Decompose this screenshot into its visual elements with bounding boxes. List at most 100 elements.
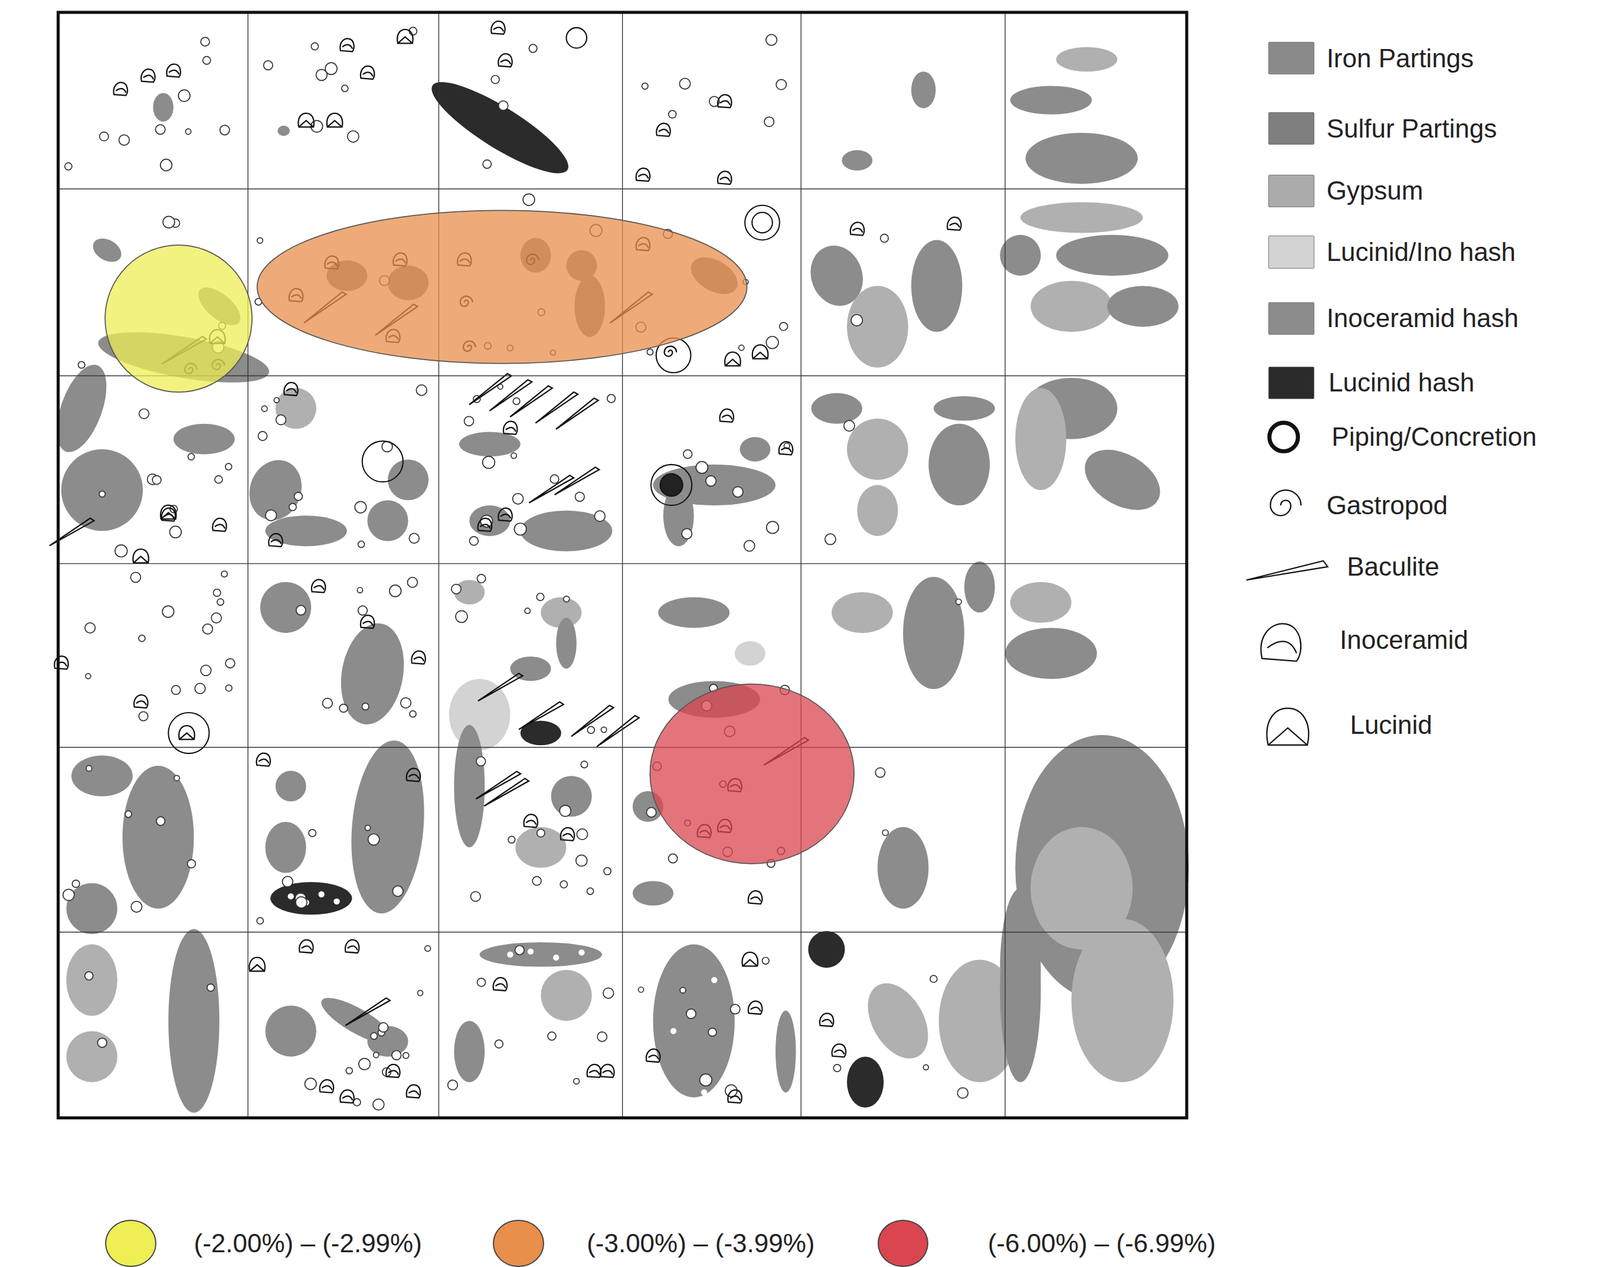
legend-swatch — [1268, 366, 1315, 399]
inoceramid-symbol — [339, 1089, 354, 1103]
map-shape — [348, 887, 355, 894]
map-shape — [99, 132, 109, 142]
map-shape — [594, 510, 605, 522]
inoceramid-symbol — [478, 518, 492, 532]
map-shape — [875, 767, 885, 777]
inoceramid-symbol — [498, 53, 512, 67]
map-shape — [138, 711, 148, 721]
map-shape — [708, 1027, 717, 1036]
map-shape — [367, 499, 408, 541]
baculite-symbol — [473, 672, 526, 701]
inoceramid-symbol — [832, 1043, 846, 1057]
map-shape — [956, 598, 962, 604]
map-shape — [843, 420, 855, 431]
map-shape — [459, 432, 521, 457]
map-shape — [744, 540, 755, 551]
legend-swatch — [1268, 112, 1315, 145]
map-shape — [923, 1064, 929, 1070]
zone-swatch — [877, 1219, 929, 1267]
map-shape — [455, 610, 468, 623]
sediment-blobs — [46, 47, 1189, 1113]
map-shape — [761, 957, 770, 965]
map-shape — [407, 577, 418, 588]
map-shape — [911, 71, 936, 109]
legend-swatch — [1268, 41, 1315, 75]
map-shape — [409, 710, 417, 718]
map-shape — [187, 453, 195, 460]
map-shape — [409, 532, 420, 543]
map-shape — [220, 125, 230, 135]
map-shape — [333, 617, 412, 729]
map-shape — [361, 702, 369, 710]
map-shape — [476, 574, 486, 583]
inoceramid-symbol — [345, 939, 359, 953]
lucinid-symbol — [724, 351, 741, 366]
legend-symbols — [1246, 422, 1328, 745]
map-shape — [160, 159, 173, 172]
map-shape — [559, 805, 571, 817]
map-shape — [339, 704, 348, 713]
inoceramid-symbol — [493, 977, 507, 991]
map-shape — [311, 42, 319, 50]
map-shape — [831, 591, 893, 633]
map-shape — [551, 775, 592, 817]
legend-label: Inoceramid hash — [1326, 303, 1519, 333]
zone-swatch — [492, 1219, 544, 1267]
lucinid-symbol — [326, 113, 343, 127]
map-shape — [447, 1079, 458, 1090]
map-shape — [391, 1049, 402, 1060]
lucinid-symbol — [1267, 708, 1310, 745]
map-shape — [341, 84, 349, 92]
map-shape — [930, 974, 938, 983]
map-shape — [64, 162, 73, 170]
map-shape — [221, 570, 228, 577]
map-shape — [152, 93, 174, 122]
map-shape — [578, 949, 585, 955]
map-shape — [522, 193, 535, 206]
map-shape — [553, 954, 559, 961]
map-shape — [453, 1020, 485, 1082]
map-shape — [256, 917, 264, 924]
map-shape — [660, 473, 683, 496]
map-shape — [270, 881, 352, 915]
map-shape — [295, 896, 307, 908]
inoceramid-symbol — [748, 1000, 762, 1014]
legend-label: Lucinid hash — [1328, 368, 1475, 397]
map-shape — [344, 737, 431, 916]
inoceramid-symbol — [166, 64, 181, 78]
map-shape — [261, 405, 268, 412]
map-shape — [257, 431, 267, 441]
map-shape — [85, 673, 91, 679]
map-shape — [265, 509, 277, 522]
map-shape — [587, 725, 595, 734]
map-shape — [775, 1010, 797, 1092]
concretions — [168, 27, 780, 754]
map-shape — [1074, 437, 1171, 523]
map-shape — [373, 1051, 379, 1058]
map-shape — [532, 876, 542, 886]
map-shape — [130, 571, 141, 582]
map-shape — [225, 684, 232, 692]
map-shape — [622, 12, 623, 1118]
map-shape — [653, 943, 735, 1097]
map-shape — [520, 510, 613, 552]
map-shape — [469, 536, 479, 546]
map-shape — [547, 1031, 556, 1040]
map-shape — [162, 216, 175, 228]
inoceramid-symbol — [406, 768, 421, 782]
map-shape — [105, 244, 253, 392]
map-shape — [515, 826, 566, 868]
zone-range-label: (-6.00%) – (-6.99%) — [987, 1228, 1216, 1258]
map-shape — [841, 149, 873, 171]
lucinid-symbol — [178, 725, 195, 739]
legend-label: Lucinid — [1349, 709, 1432, 739]
map-shape — [650, 464, 692, 506]
map-shape — [207, 983, 215, 991]
gastropod-symbol — [664, 345, 677, 356]
legend-swatch — [1268, 235, 1315, 268]
map-shape — [528, 44, 538, 53]
inoceramid-symbol — [503, 421, 518, 435]
map-shape — [928, 423, 990, 506]
map-shape — [730, 1003, 741, 1014]
